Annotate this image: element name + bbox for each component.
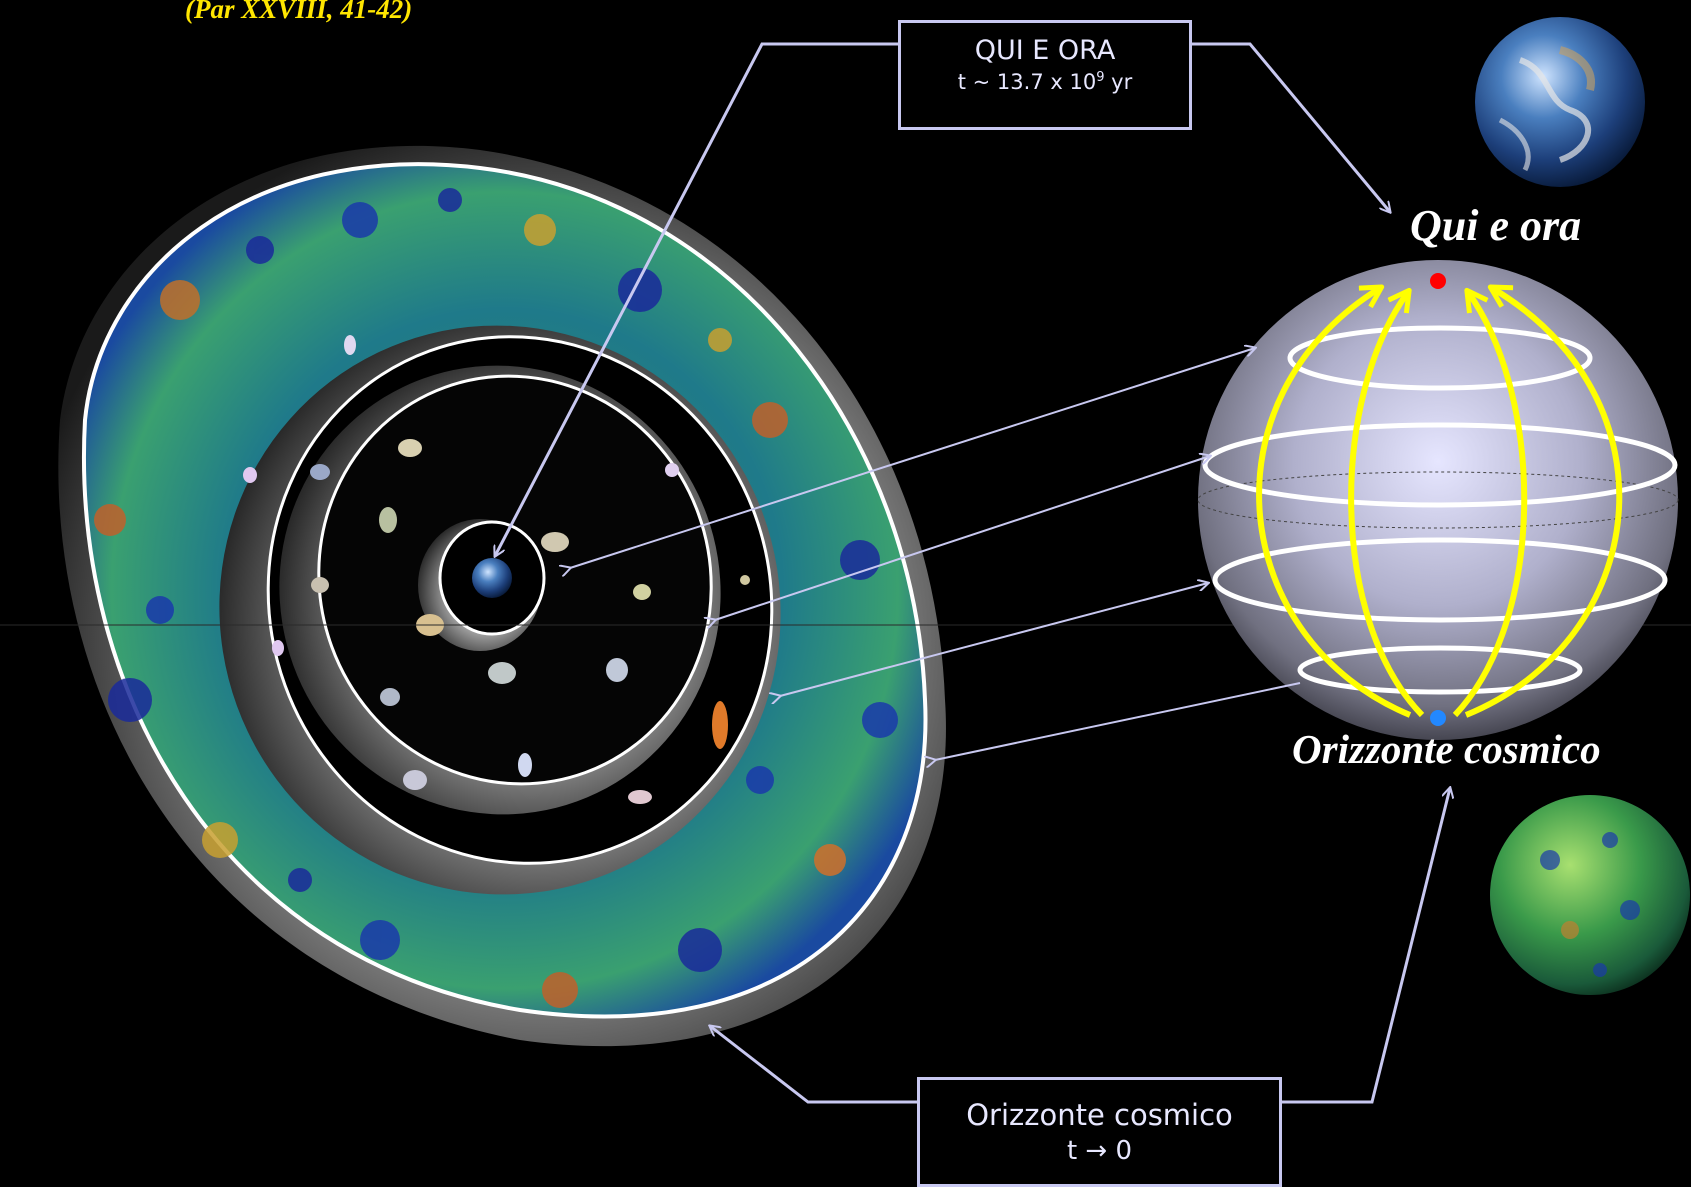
connector-bottom-to-shell <box>710 1026 917 1102</box>
callout-here-now-time: t ~ 13.7 x 109 yr <box>901 70 1189 94</box>
galaxy-icon <box>344 335 356 355</box>
sphere-label-cosmic-horizon: Orizzonte cosmico <box>1292 725 1601 773</box>
callout-cosmic-horizon-time: t → 0 <box>920 1136 1279 1166</box>
galaxy-icon <box>379 507 397 533</box>
galaxy-icon <box>403 770 427 790</box>
earth-photo <box>1475 0 1691 195</box>
nested-shells <box>58 146 946 1046</box>
galaxy-icon <box>606 658 628 682</box>
galaxy-icon <box>712 701 728 749</box>
galaxy-icon <box>310 464 330 480</box>
galaxy-icon <box>628 790 652 804</box>
here-now-dot <box>1430 273 1446 289</box>
galaxy-icon <box>398 439 422 457</box>
cmb-sphere-icon <box>1490 795 1690 995</box>
galaxy-icon <box>633 584 651 600</box>
galaxy-icon <box>272 640 284 656</box>
callout-here-now-title: QUI E ORA <box>901 35 1189 66</box>
galaxy-icon <box>665 463 679 477</box>
galaxy-icon <box>488 662 516 684</box>
galaxy-icon <box>518 753 532 777</box>
galaxy-icon <box>740 575 750 585</box>
callout-here-now: QUI E ORA t ~ 13.7 x 109 yr <box>898 20 1192 130</box>
citation-text: (Par XXVIII, 41-42) <box>185 0 412 25</box>
cosmic-sphere <box>1198 260 1678 740</box>
horizon-dot <box>1430 710 1446 726</box>
galaxy-icon <box>243 467 257 483</box>
galaxy-icon <box>380 688 400 706</box>
connector-bottom-to-horizon <box>1276 788 1450 1102</box>
callout-cosmic-horizon: Orizzonte cosmico t → 0 <box>917 1077 1282 1187</box>
sphere-label-here-now: Qui e ora <box>1410 200 1581 251</box>
callout-cosmic-horizon-title: Orizzonte cosmico <box>920 1098 1279 1132</box>
earth-icon <box>472 558 512 598</box>
galaxy-icon <box>541 532 569 552</box>
link-ring-4 <box>935 683 1300 760</box>
connector-top-to-qui <box>1186 44 1390 212</box>
galaxy-icon <box>311 577 329 593</box>
sphere-body <box>1198 260 1678 740</box>
